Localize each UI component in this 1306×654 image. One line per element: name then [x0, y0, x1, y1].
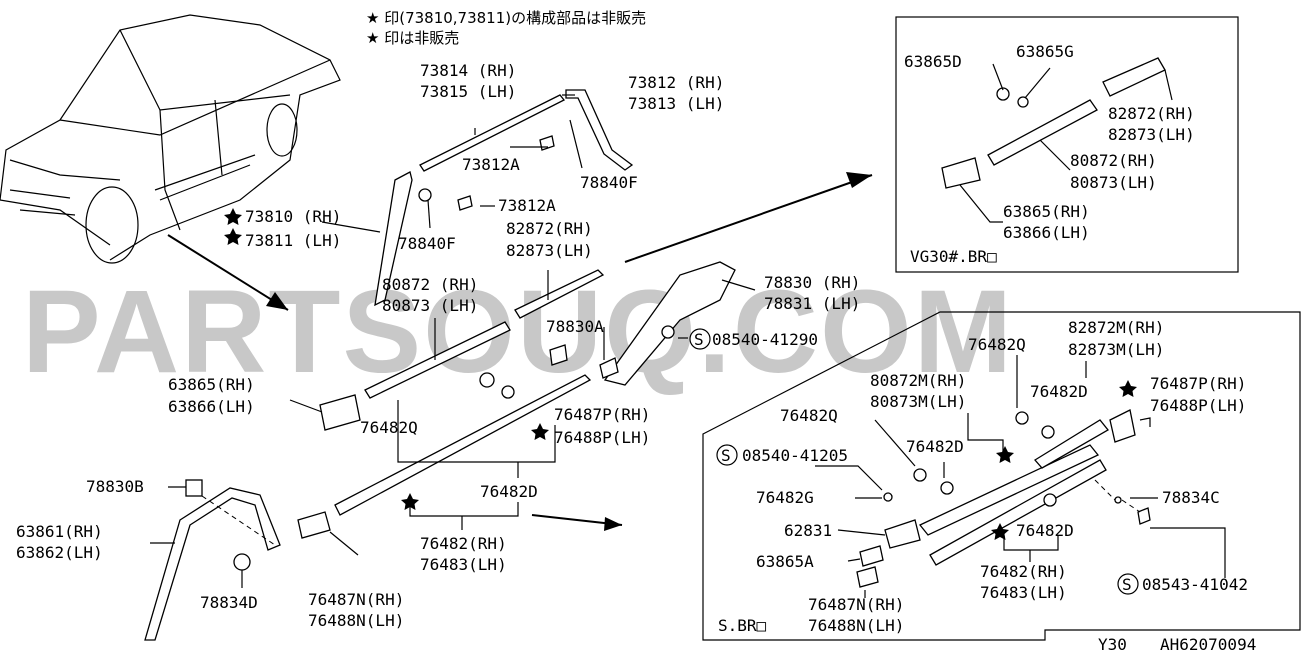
- sbr-label-76487n: 76487N(RH): [808, 595, 904, 614]
- sbr-caption: S.BR□: [718, 616, 767, 635]
- sbr-inset: S S 82872M(RH) 82873M(LH) 76482Q 80872M(…: [702, 311, 1301, 641]
- label-76482q: 76482Q: [360, 418, 418, 437]
- sbr-label-80873m: 80873M(LH): [870, 392, 966, 411]
- sbr-label-76482d-a: 76482D: [1030, 382, 1088, 401]
- watermark: PARTSOUQ.COM: [22, 266, 1014, 398]
- vg-label-63866: 63866(LH): [1003, 223, 1090, 242]
- sbr-label-76483: 76483(LH): [980, 583, 1067, 602]
- label-80873: 80873 (LH): [382, 296, 478, 315]
- vg-label-63865g: 63865G: [1016, 42, 1074, 61]
- vg-label-82873: 82873(LH): [1108, 125, 1195, 144]
- label-78840f-top: 78840F: [580, 173, 638, 192]
- label-73812: 73812 (RH): [628, 73, 724, 92]
- label-76487p: 76487P(RH): [554, 405, 650, 424]
- label-78830b: 78830B: [86, 477, 144, 496]
- vg-label-82872: 82872(RH): [1108, 104, 1195, 123]
- screw-symbol: S: [689, 328, 711, 350]
- vg-label-80873: 80873(LH): [1070, 173, 1157, 192]
- direction-arrows: [167, 172, 873, 531]
- label-78831: 78831 (LH): [764, 294, 860, 313]
- sbr-label-82872m: 82872M(RH): [1068, 318, 1164, 337]
- part-shapes: [144, 89, 736, 641]
- sbr-label-76488n: 76488N(LH): [808, 616, 904, 635]
- sbr-label-76488p: 76488P(LH): [1150, 396, 1246, 415]
- label-78830: 78830 (RH): [764, 273, 860, 292]
- sbr-label-76482g: 76482G: [756, 488, 814, 507]
- sbr-label-76482d-b: 76482D: [906, 437, 964, 456]
- label-78840f-mid: 78840F: [398, 234, 456, 253]
- label-76483: 76483(LH): [420, 555, 507, 574]
- footer-model: Y30: [1098, 635, 1127, 654]
- label-63862: 63862(LH): [16, 543, 103, 562]
- label-82873: 82873(LH): [506, 241, 593, 260]
- label-76487n: 76487N(RH): [308, 590, 404, 609]
- sbr-label-76487p: 76487P(RH): [1150, 374, 1246, 393]
- sbr-label-08543-41042: 08543-41042: [1142, 575, 1248, 594]
- sbr-label-76482: 76482(RH): [980, 562, 1067, 581]
- footer-code: AH62070094: [1160, 635, 1256, 654]
- label-73812a-top: 73812A: [462, 155, 520, 174]
- vg-label-63865: 63865(RH): [1003, 202, 1090, 221]
- sbr-label-82873m: 82873M(LH): [1068, 340, 1164, 359]
- note-line-1: ★ 印(73810,73811)の構成部品は非販売: [366, 9, 646, 27]
- sbr-label-80872m: 80872M(RH): [870, 371, 966, 390]
- vg30-inset: 63865D 63865G 82872(RH) 82873(LH) 80872(…: [895, 16, 1239, 273]
- svg-text:S: S: [694, 330, 704, 349]
- label-73815: 73815 (LH): [420, 82, 516, 101]
- car-illustration: [0, 14, 341, 264]
- svg-text:S: S: [721, 446, 731, 465]
- vg-caption: VG30#.BR□: [910, 247, 997, 266]
- label-78834d: 78834D: [200, 593, 258, 612]
- label-73812a-mid: 73812A: [498, 196, 556, 215]
- vg-label-63865d: 63865D: [904, 52, 962, 71]
- leader-lines: [150, 94, 756, 588]
- label-73810: 73810 (RH): [245, 207, 341, 226]
- label-73814: 73814 (RH): [420, 61, 516, 80]
- label-73811: 73811 (LH): [245, 231, 341, 250]
- label-80872: 80872 (RH): [382, 275, 478, 294]
- label-78830a: 78830A: [546, 317, 604, 336]
- label-82872: 82872(RH): [506, 219, 593, 238]
- label-73813: 73813 (LH): [628, 94, 724, 113]
- main-labels: 73814 (RH) 73815 (LH) 73812 (RH) 73813 (…: [16, 61, 860, 630]
- label-63866: 63866(LH): [168, 397, 255, 416]
- sbr-label-08540-41205: 08540-41205: [742, 446, 848, 465]
- vg-label-80872: 80872(RH): [1070, 151, 1157, 170]
- sbr-label-76482d-c: 76482D: [1016, 521, 1074, 540]
- label-76488n: 76488N(LH): [308, 611, 404, 630]
- sbr-label-78834c: 78834C: [1162, 488, 1220, 507]
- star-markers: [224, 208, 549, 510]
- label-76488p: 76488P(LH): [554, 428, 650, 447]
- sbr-label-76482q-a: 76482Q: [968, 335, 1026, 354]
- label-76482: 76482(RH): [420, 534, 507, 553]
- sbr-label-63865a: 63865A: [756, 552, 814, 571]
- sbr-label-62831: 62831: [784, 521, 832, 540]
- label-63865: 63865(RH): [168, 375, 255, 394]
- label-63861: 63861(RH): [16, 522, 103, 541]
- svg-text:S: S: [1122, 575, 1132, 594]
- sbr-label-76482q-b: 76482Q: [780, 406, 838, 425]
- label-76482d: 76482D: [480, 482, 538, 501]
- note-line-2: ★ 印は非販売: [366, 29, 459, 47]
- label-08540-41290: 08540-41290: [712, 330, 818, 349]
